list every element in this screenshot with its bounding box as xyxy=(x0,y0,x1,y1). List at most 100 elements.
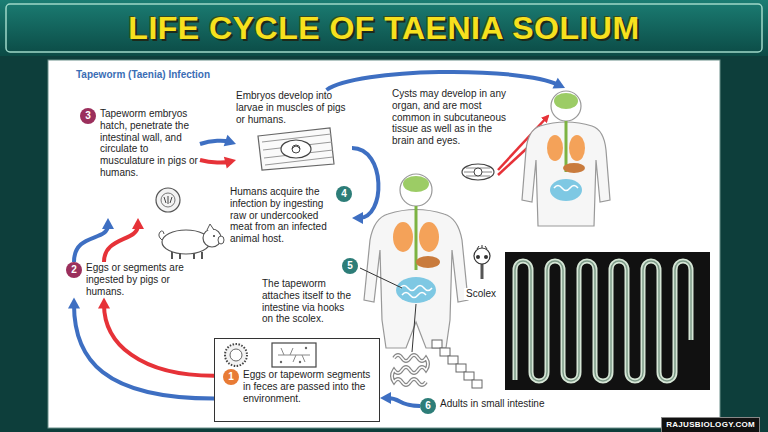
step-text: The tapeworm attaches itself to the inte… xyxy=(262,278,358,325)
proglottid-chain xyxy=(448,356,458,364)
egg-icon xyxy=(170,197,172,203)
proglottid-chain xyxy=(432,340,442,348)
stage1-icons xyxy=(225,344,247,366)
diagram-subtitle-holder: Tapeworm (Taenia) Infection xyxy=(76,64,210,82)
pig-drawing xyxy=(171,252,173,259)
stage1-icons xyxy=(299,361,301,363)
human-figure-cysts xyxy=(569,135,585,161)
human-figure-main xyxy=(396,277,436,303)
step-text: Cysts may develop in any organ, and are … xyxy=(392,88,512,147)
background xyxy=(48,60,720,428)
egg-icon xyxy=(168,196,169,204)
pig-drawing xyxy=(179,253,181,259)
muscle-with-cyst xyxy=(292,145,300,153)
arrow-line xyxy=(387,398,420,406)
human-figure-cysts xyxy=(522,122,610,226)
arrow-head xyxy=(224,135,236,146)
pig-drawing xyxy=(207,224,214,230)
proglottid-chain xyxy=(432,340,482,388)
callout-number: 6 xyxy=(420,398,436,414)
tapeworm-photo xyxy=(515,261,691,381)
proglottid-chain xyxy=(464,372,474,380)
callout-number: 5 xyxy=(342,258,358,274)
tapeworm-photo xyxy=(505,252,710,390)
arrow-head xyxy=(224,157,236,169)
step-text: Tapeworm embryos hatch, penetrate the in… xyxy=(100,108,200,179)
scolex-icon xyxy=(476,255,480,259)
step-text: Eggs or tapeworm segments in feces are p… xyxy=(243,369,371,404)
callout-number: 1 xyxy=(223,369,239,385)
egg-icon xyxy=(156,188,180,212)
pig-drawing xyxy=(162,230,210,254)
human-figure-main xyxy=(364,174,468,348)
human-figure-main xyxy=(419,222,439,252)
arrow-line xyxy=(104,225,138,262)
proglottid-chain xyxy=(472,380,482,388)
scolex-icon xyxy=(474,245,490,279)
step-text: Adults in small intestine xyxy=(440,398,570,410)
stage-box: 5The tapeworm attaches itself to the int… xyxy=(262,258,358,325)
step-text: Embryos develop into larvae in muscles o… xyxy=(236,90,352,125)
arrow-head xyxy=(132,218,144,229)
human-figure-cysts xyxy=(547,135,563,161)
human-figure-cysts xyxy=(522,91,610,226)
leader-line xyxy=(360,268,416,352)
human-figure-main xyxy=(400,286,432,291)
pig-drawing xyxy=(193,253,195,259)
callout-number: 3 xyxy=(80,108,96,124)
stage1-icons xyxy=(280,361,282,363)
diagram-subtitle: Tapeworm (Taenia) Infection xyxy=(76,69,210,81)
muscle-with-cyst xyxy=(281,140,311,158)
arrow-line xyxy=(74,304,214,398)
proglottid-chain xyxy=(440,348,450,356)
muscle-with-cyst xyxy=(292,146,300,149)
human-figure-cysts xyxy=(554,93,578,109)
human-figure-main xyxy=(400,174,432,206)
part-label-holder: Scolex xyxy=(464,283,498,301)
arrow-connector xyxy=(200,157,236,169)
arrow-head xyxy=(552,78,565,89)
step-text: Humans acquire the infection by ingestin… xyxy=(230,186,332,245)
proglottid-chain xyxy=(456,364,466,372)
pig-drawing xyxy=(201,252,203,259)
human-figure-main xyxy=(393,222,413,252)
step-text: Eggs or segments are ingested by pigs or… xyxy=(86,262,200,297)
stage-box: 6 Adults in small intestine xyxy=(420,398,570,414)
leader-line xyxy=(412,304,416,352)
arrow-head xyxy=(98,297,110,308)
arrow-connector xyxy=(200,135,236,146)
stage1-icons xyxy=(278,348,310,362)
pig-drawing xyxy=(218,236,224,244)
pig-drawing xyxy=(159,224,224,259)
human-figure-main xyxy=(416,256,440,268)
arrow-line xyxy=(104,304,214,375)
arrow-head xyxy=(352,212,363,224)
human-figure-cysts xyxy=(554,186,578,191)
muscle-with-cyst xyxy=(258,128,334,170)
stage-box: 1Eggs or tapeworm segments in feces are … xyxy=(214,338,380,422)
adult-tapeworm-coil xyxy=(392,355,428,385)
human-figure-cysts xyxy=(563,163,585,173)
tapeworm-photo xyxy=(515,261,691,381)
pig-drawing xyxy=(159,231,164,240)
cyst-icon xyxy=(474,168,482,176)
pig-drawing xyxy=(213,235,215,237)
cyst-icon xyxy=(462,164,494,180)
stage-box: Cysts may develop in any organ, and are … xyxy=(392,88,620,230)
egg-icon xyxy=(164,197,166,203)
scolex-icon xyxy=(477,245,487,249)
arrow-connector xyxy=(104,218,144,262)
background xyxy=(0,0,768,56)
title-bar: LIFE CYCLE OF TAENIA SOLIUM xyxy=(0,0,768,56)
arrow-connector xyxy=(326,72,565,90)
stage1-icons xyxy=(272,343,316,367)
stage-box: 3Tapeworm embryos hatch, penetrate the i… xyxy=(80,108,200,218)
cyst-icon xyxy=(462,164,494,180)
egg-icon xyxy=(156,188,180,212)
arrow-head xyxy=(380,392,391,404)
